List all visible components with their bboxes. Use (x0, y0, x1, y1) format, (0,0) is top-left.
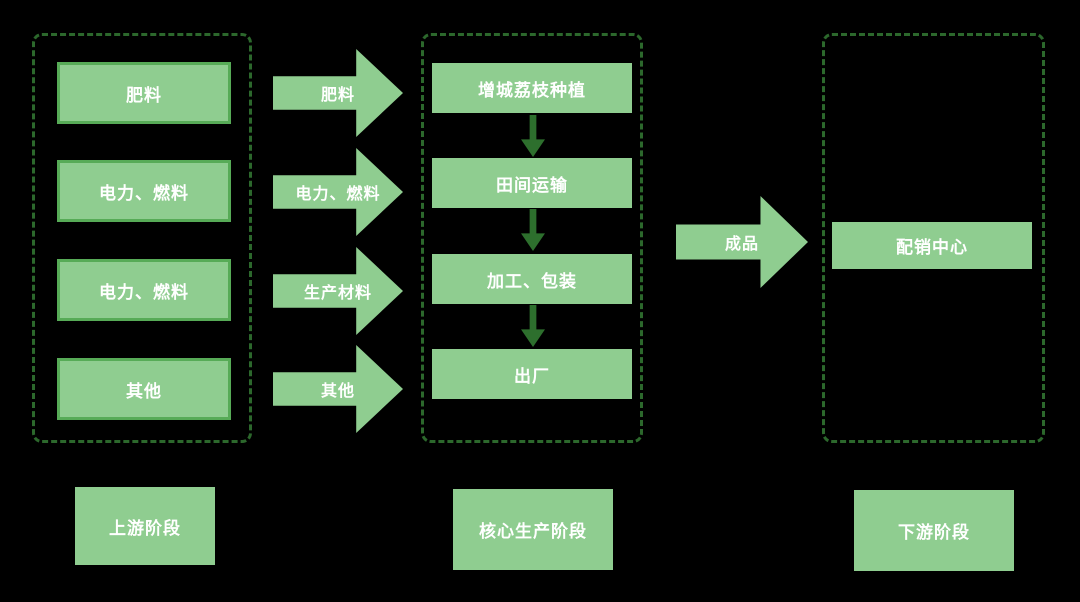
core-stage-container (421, 33, 643, 443)
downstream-box-distribution-center: 配销中心 (832, 222, 1032, 269)
right-arrow-production-materials: 生产材料 (273, 247, 403, 335)
upstream-stage-label: 上游阶段 (75, 487, 215, 565)
core-box-field-transport: 田间运输 (432, 158, 632, 208)
upstream-box-other: 其他 (57, 358, 231, 420)
core-box-factory-exit: 出厂 (432, 349, 632, 399)
right-arrow-electricity-fuel: 电力、燃料 (273, 148, 403, 236)
downstream-stage-container (822, 33, 1045, 443)
core-box-processing-packaging: 加工、包装 (432, 254, 632, 304)
downstream-stage-label: 下游阶段 (854, 490, 1014, 571)
right-arrow-fertilizer: 肥料 (273, 49, 403, 137)
upstream-box-electricity-fuel-2: 电力、燃料 (57, 259, 231, 321)
right-arrow-finished-product: 成品 (676, 196, 808, 288)
core-stage-label: 核心生产阶段 (453, 489, 613, 570)
upstream-box-electricity-fuel-1: 电力、燃料 (57, 160, 231, 222)
upstream-stage-container (32, 33, 252, 443)
core-box-lychee-planting: 增城荔枝种植 (432, 63, 632, 113)
upstream-box-fertilizer: 肥料 (57, 62, 231, 124)
right-arrow-other: 其他 (273, 345, 403, 433)
